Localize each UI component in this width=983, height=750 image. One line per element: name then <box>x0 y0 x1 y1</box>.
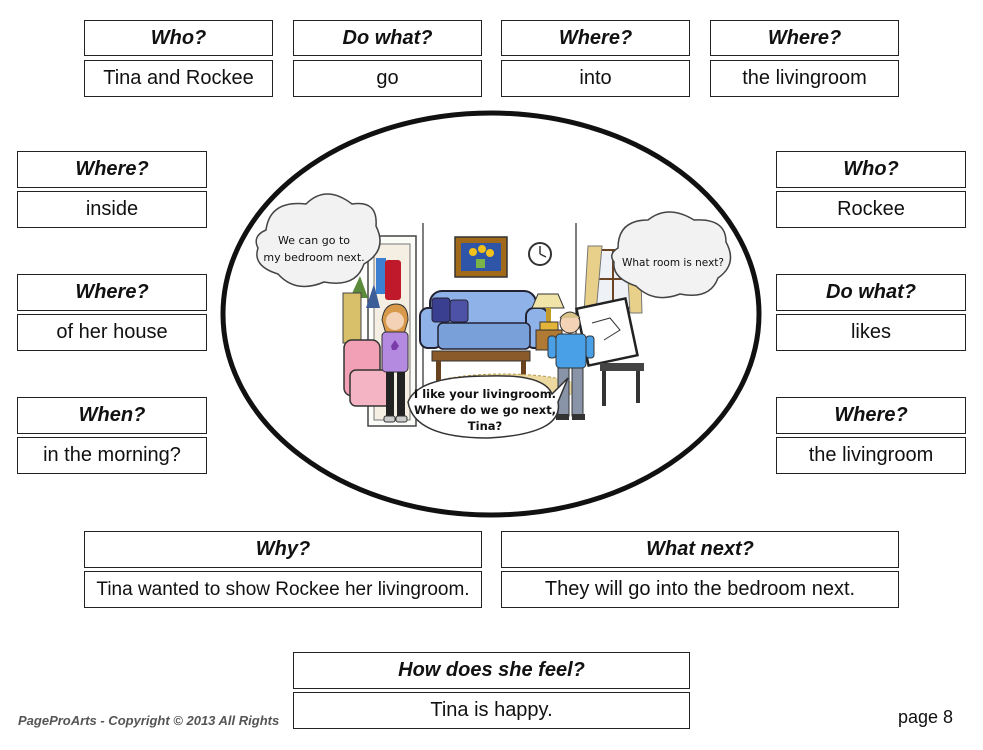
top-answer-where-1: into <box>501 60 690 97</box>
question-how-does-she-feel: How does she feel? <box>293 652 690 689</box>
armchair <box>343 339 393 407</box>
flower-picture <box>454 236 508 278</box>
left-question-where-2: Where? <box>17 274 207 311</box>
right-question-where: Where? <box>776 397 966 434</box>
livingroom-scene-illustration: We can go to my bedroom next. What room … <box>220 110 762 518</box>
top-question-where-2: Where? <box>710 20 899 56</box>
copyright-text: PageProArts - Copyright © 2013 All Right… <box>18 713 280 728</box>
right-answer-where: the livingroom <box>776 437 966 474</box>
left-answer-when: in the morning? <box>17 437 207 474</box>
answer-how-does-she-feel: Tina is happy. <box>293 692 690 729</box>
tina-thought-bubble: We can go to my bedroom next. <box>255 193 381 288</box>
rockee-character <box>547 311 595 420</box>
bottom-answer-what-next: They will go into the bedroom next. <box>501 571 899 608</box>
bottom-question-why: Why? <box>84 531 482 568</box>
top-answer-who: Tina and Rockee <box>84 60 273 97</box>
top-answer-where-2: the livingroom <box>710 60 899 97</box>
sofa <box>419 290 549 350</box>
top-question-do-what: Do what? <box>293 20 482 56</box>
speech-line-1: I like your livingroom. <box>414 387 556 401</box>
tina-bubble-line-2: my bedroom next. <box>263 251 364 264</box>
right-question-who: Who? <box>776 151 966 188</box>
coffee-table <box>431 350 531 383</box>
rockee-speech-bubble: I like your livingroom. Where do we go n… <box>407 375 569 439</box>
right-question-do-what: Do what? <box>776 274 966 311</box>
right-answer-who: Rockee <box>776 191 966 228</box>
tina-character <box>381 303 409 423</box>
bottom-answer-why: Tina wanted to show Rockee her livingroo… <box>84 571 482 608</box>
bottom-question-what-next: What next? <box>501 531 899 568</box>
speech-line-2: Where do we go next, <box>414 403 556 417</box>
rockee-thought-text: What room is next? <box>622 257 724 269</box>
left-question-where-1: Where? <box>17 151 207 188</box>
rockee-thought-bubble: What room is next? <box>611 211 732 299</box>
page-number: page 8 <box>898 707 954 727</box>
left-question-when: When? <box>17 397 207 434</box>
clock-icon <box>528 242 552 266</box>
top-question-who: Who? <box>84 20 273 56</box>
right-answer-do-what: likes <box>776 314 966 351</box>
top-answer-do-what: go <box>293 60 482 97</box>
left-answer-where-2: of her house <box>17 314 207 351</box>
top-question-where-1: Where? <box>501 20 690 56</box>
illustration-oval: We can go to my bedroom next. What room … <box>218 108 764 520</box>
left-answer-where-1: inside <box>17 191 207 228</box>
tina-bubble-line-1: We can go to <box>278 234 350 247</box>
speech-line-3: Tina? <box>468 419 502 433</box>
